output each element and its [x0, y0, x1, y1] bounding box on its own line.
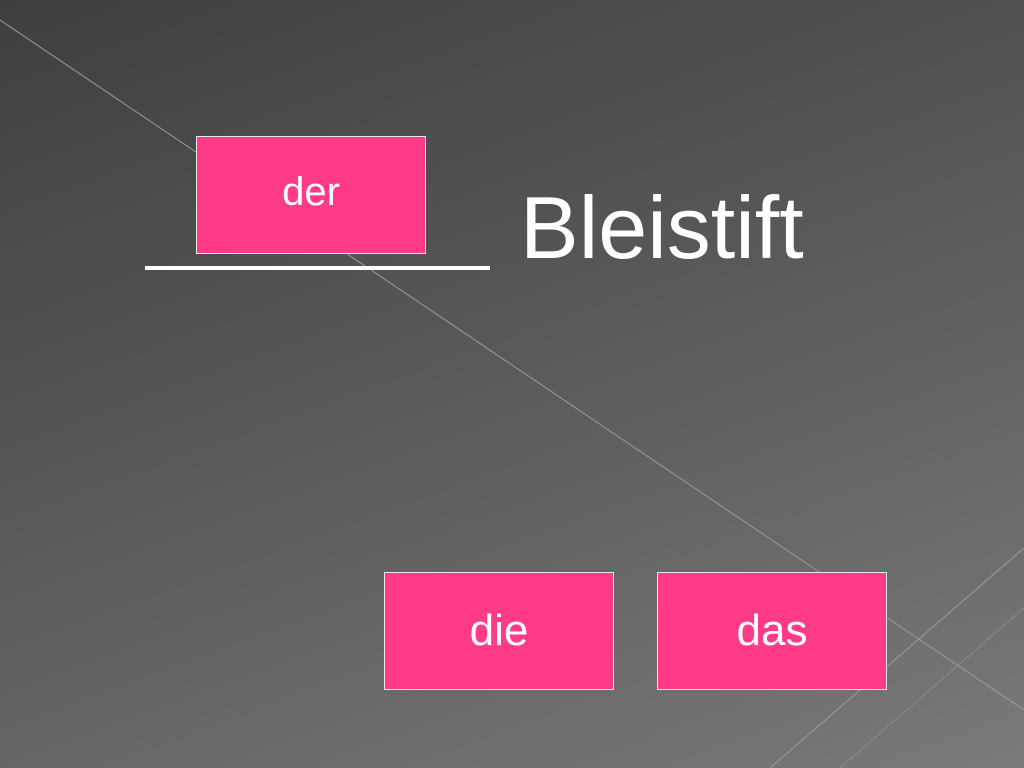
noun-word: Bleistift: [520, 178, 804, 277]
article-card-der[interactable]: der: [196, 136, 426, 254]
answer-blank-line: [145, 266, 490, 270]
article-card-das[interactable]: das: [657, 572, 887, 690]
article-card-die[interactable]: die: [384, 572, 614, 690]
